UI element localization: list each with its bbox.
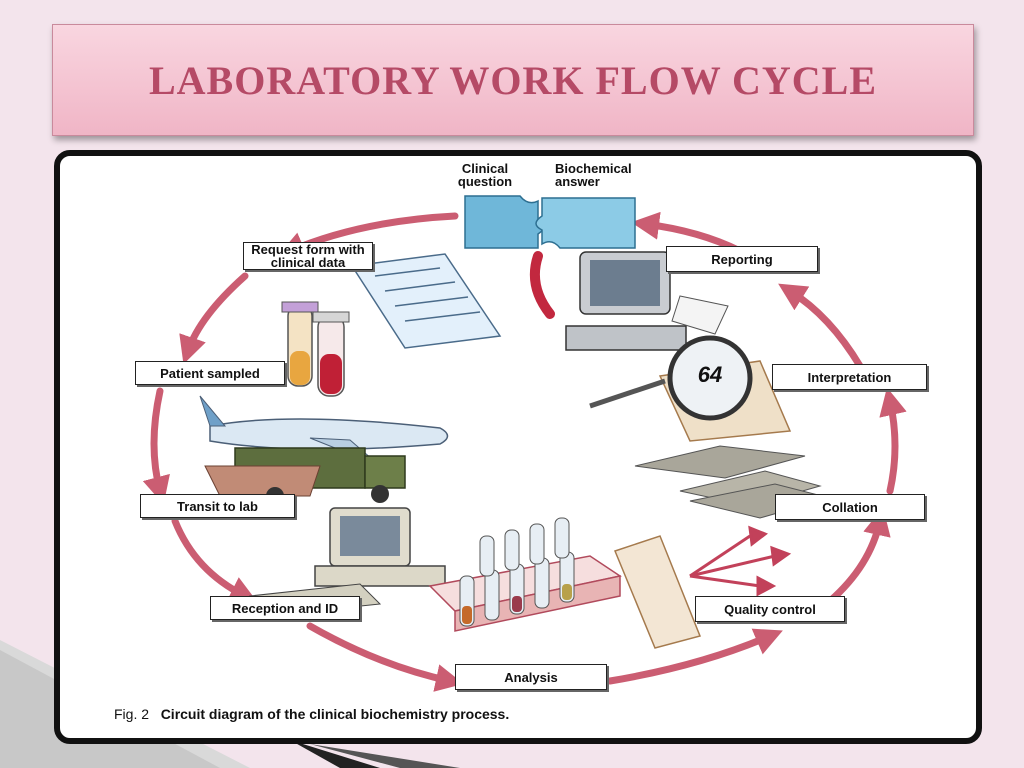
test-tubes-icon <box>281 301 350 397</box>
stage-reporting: Reporting <box>666 246 818 272</box>
quality-control-icon <box>614 525 792 649</box>
biochemical-answer-label: Biochemical answer <box>555 161 632 189</box>
stage-interpretation: Interpretation <box>772 364 927 390</box>
puzzle-icon <box>464 195 636 249</box>
stage-collation: Collation <box>775 494 925 520</box>
stage-patient-sampled: Patient sampled <box>135 361 285 385</box>
diagram-frame: Clinical question Biochemical answer Req… <box>54 150 982 744</box>
collation-sheets-icon <box>634 445 832 519</box>
arrow-collation-to-interpretation <box>879 387 907 495</box>
analysis-rack-icon <box>428 517 622 632</box>
request-form-icon <box>350 253 502 349</box>
caption-text: Circuit diagram of the clinical biochemi… <box>160 706 510 722</box>
title-banner: LABORATORY WORK FLOW CYCLE <box>52 24 974 136</box>
arrow-patient-to-transit <box>142 387 170 505</box>
figure-caption: Fig. 2 Circuit diagram of the clinical b… <box>114 706 509 722</box>
arrow-analysis-to-qc <box>606 628 783 685</box>
arrow-transit-to-reception <box>171 517 258 603</box>
arrow-request-to-patient <box>179 272 249 365</box>
arrow-interpretation-to-reporting <box>778 283 864 370</box>
magnifier-icon <box>589 335 792 442</box>
clinical-question-label: Clinical question <box>457 161 513 189</box>
slide-title: LABORATORY WORK FLOW CYCLE <box>148 57 878 103</box>
reporting-computer-icon <box>529 251 729 351</box>
arrow-reception-to-analysis <box>306 622 464 692</box>
arrow-qc-to-collation <box>826 507 891 605</box>
magnifier-value: 64 <box>697 362 723 387</box>
stage-analysis: Analysis <box>455 664 607 690</box>
stage-request-form: Request form with clinical data <box>243 242 373 270</box>
transit-truck-icon <box>204 447 406 512</box>
workflow-cycle-diagram <box>142 195 907 692</box>
reception-computer-icon <box>249 507 446 617</box>
stage-quality-control: Quality control <box>695 596 845 622</box>
caption-fig-number: Fig. 2 <box>114 706 150 722</box>
stage-reception-and-id: Reception and ID <box>210 596 360 620</box>
stage-transit-to-lab: Transit to lab <box>140 494 295 518</box>
